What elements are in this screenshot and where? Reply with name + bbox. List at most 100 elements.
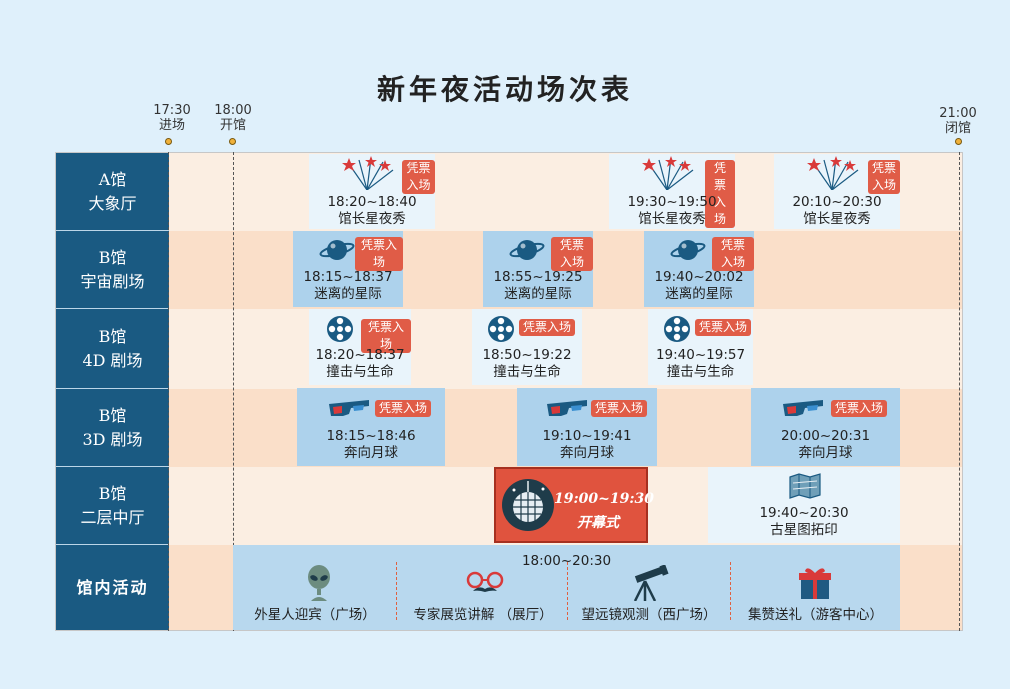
opening-ceremony: 19:00~19:30 开幕式 <box>494 467 654 543</box>
hall-name: B馆 <box>98 326 127 346</box>
cosmos-session-3: 凭票入场 19:40~20:02 迷离的星际 <box>644 231 754 307</box>
session-name: 馆长星夜秀 <box>638 211 706 227</box>
glasses-mustache-icon <box>466 571 504 592</box>
4d-session-3: 凭票入场 19:40~19:57 撞击与生命 <box>648 309 753 385</box>
ticket-badge: 凭票入场 <box>695 319 752 336</box>
hall-name: A馆 <box>98 169 127 189</box>
row-header: A馆 大象厅 <box>56 153 169 231</box>
row-header: B馆 宇宙剧场 <box>56 231 169 309</box>
session-time: 18:20~18:37 <box>315 347 405 363</box>
session-time: 20:00~20:31 <box>780 428 871 444</box>
session-time: 18:15~18:46 <box>326 428 416 444</box>
session-name: 撞击与生命 <box>326 364 394 380</box>
firework-icon <box>342 156 394 190</box>
row-header: B馆 3D 剧场 <box>56 389 169 467</box>
planet-icon <box>670 240 706 260</box>
time-line-1730 <box>168 152 169 631</box>
row-header: B馆 二层中厅 <box>56 467 169 545</box>
opening-name: 开幕式 <box>577 515 619 531</box>
ticket-badge: 凭票入场 <box>519 319 576 336</box>
venue-name: 4D 剧场 <box>82 350 143 370</box>
session-name: 奔向月球 <box>560 445 614 461</box>
timeline-dot <box>165 138 172 145</box>
ticket-badge: 凭票入场 <box>831 400 888 417</box>
activities-time: 18:00~20:30 <box>521 553 612 569</box>
opening-time: 19:00~19:30 <box>554 491 654 507</box>
activity-separator <box>730 562 731 620</box>
opening-text: 19:00~19:30 开幕式 <box>554 487 654 535</box>
alien-icon <box>308 565 330 601</box>
gift-icon <box>799 568 831 599</box>
tick-time: 21:00 <box>939 106 977 121</box>
row-header: 馆内活动 <box>56 545 169 630</box>
tick-1800: 18:00 开馆 <box>208 103 258 133</box>
activity-separator <box>567 562 568 620</box>
ticket-badge: 凭票入场 <box>712 237 754 271</box>
ticket-badge: 凭票入场 <box>361 319 411 353</box>
hall-name: B馆 <box>98 483 127 503</box>
session-name: 奔向月球 <box>798 445 853 461</box>
session-time: 19:40~20:30 <box>759 505 849 521</box>
timeline-dot <box>955 138 962 145</box>
3d-session-2: 凭票入场 19:10~19:41 奔向月球 <box>517 388 657 466</box>
activities-block: 18:00~20:30 外星人迎宾（广场） 专家展览讲解 （展厅） 望远镜观测（… <box>233 545 900 630</box>
row-header: B馆 4D 剧场 <box>56 309 169 389</box>
3d-glasses-icon <box>783 400 823 416</box>
session-name: 迷离的星际 <box>504 286 572 302</box>
ticket-badge: 凭票入场 <box>355 237 403 271</box>
session-time: 19:40~20:02 <box>654 269 744 285</box>
ticket-badge: 凭票入场 <box>375 400 432 417</box>
ticket-badge: 凭票入场 <box>868 160 900 194</box>
4d-session-2: 凭票入场 18:50~19:22 撞击与生命 <box>472 309 582 385</box>
tick-label: 开馆 <box>219 118 246 133</box>
session-time: 19:30~19:50 <box>627 194 717 210</box>
timeline-dot <box>229 138 236 145</box>
venue-name: 二层中厅 <box>80 507 145 527</box>
session-time: 19:10~19:41 <box>542 428 632 444</box>
ticket-badge: 凭票入场 <box>591 400 648 417</box>
session-name: 馆长星夜秀 <box>338 211 406 227</box>
a-hall-session-2: 凭票入场 19:30~19:50 馆长星夜秀 <box>609 154 735 229</box>
star-map-rubbing: 19:40~20:30 古星图拓印 <box>708 467 900 543</box>
tick-label: 闭馆 <box>944 121 971 136</box>
session-name: 馆长星夜秀 <box>803 211 871 227</box>
a-hall-session-1: 凭票入场 18:20~18:40 馆长星夜秀 <box>309 154 435 229</box>
3d-glasses-icon <box>547 400 587 416</box>
firework-icon <box>807 156 859 190</box>
session-name: 奔向月球 <box>344 445 398 461</box>
firework-icon <box>642 156 694 190</box>
activity-telescope: 望远镜观测（西广场） <box>581 607 717 623</box>
session-name: 古星图拓印 <box>770 522 838 538</box>
film-reel-icon <box>664 316 690 342</box>
hall-name: B馆 <box>98 405 127 425</box>
session-name: 迷离的星际 <box>665 286 733 302</box>
planet-icon <box>319 240 355 260</box>
ticket-badge: 凭票入场 <box>705 160 735 228</box>
activity-alien-greeting: 外星人迎宾（广场） <box>254 607 376 623</box>
tick-label: 进场 <box>158 118 185 133</box>
film-reel-icon <box>488 316 514 342</box>
4d-session-1: 凭票入场 18:20~18:37 撞击与生命 <box>309 309 411 385</box>
venue-name: 3D 剧场 <box>82 429 143 449</box>
planet-icon <box>509 240 545 260</box>
activity-expert-tour: 专家展览讲解 （展厅） <box>413 607 553 623</box>
session-time: 18:55~19:25 <box>493 269 583 285</box>
session-time: 18:20~18:40 <box>327 194 417 210</box>
session-name: 迷离的星际 <box>314 286 382 302</box>
tick-time: 18:00 <box>214 103 252 118</box>
film-reel-icon <box>327 316 353 342</box>
time-line-2100 <box>959 152 960 631</box>
activity-separator <box>396 562 397 620</box>
ticket-badge: 凭票入场 <box>551 237 593 271</box>
tick-1730: 17:30 进场 <box>147 103 197 133</box>
activity-gift: 集赞送礼（游客中心） <box>748 607 883 623</box>
disco-ball-icon <box>502 479 554 531</box>
3d-session-3: 凭票入场 20:00~20:31 奔向月球 <box>751 388 900 466</box>
cosmos-session-1: 凭票入场 18:15~18:37 迷离的星际 <box>293 231 403 307</box>
a-hall-session-3: 凭票入场 20:10~20:30 馆长星夜秀 <box>774 154 900 229</box>
3d-glasses-icon <box>329 400 369 416</box>
venue-name: 大象厅 <box>88 193 137 213</box>
cosmos-session-2: 凭票入场 18:55~19:25 迷离的星际 <box>483 231 593 307</box>
venue-name: 馆内活动 <box>76 578 149 597</box>
session-name: 撞击与生命 <box>666 364 735 380</box>
